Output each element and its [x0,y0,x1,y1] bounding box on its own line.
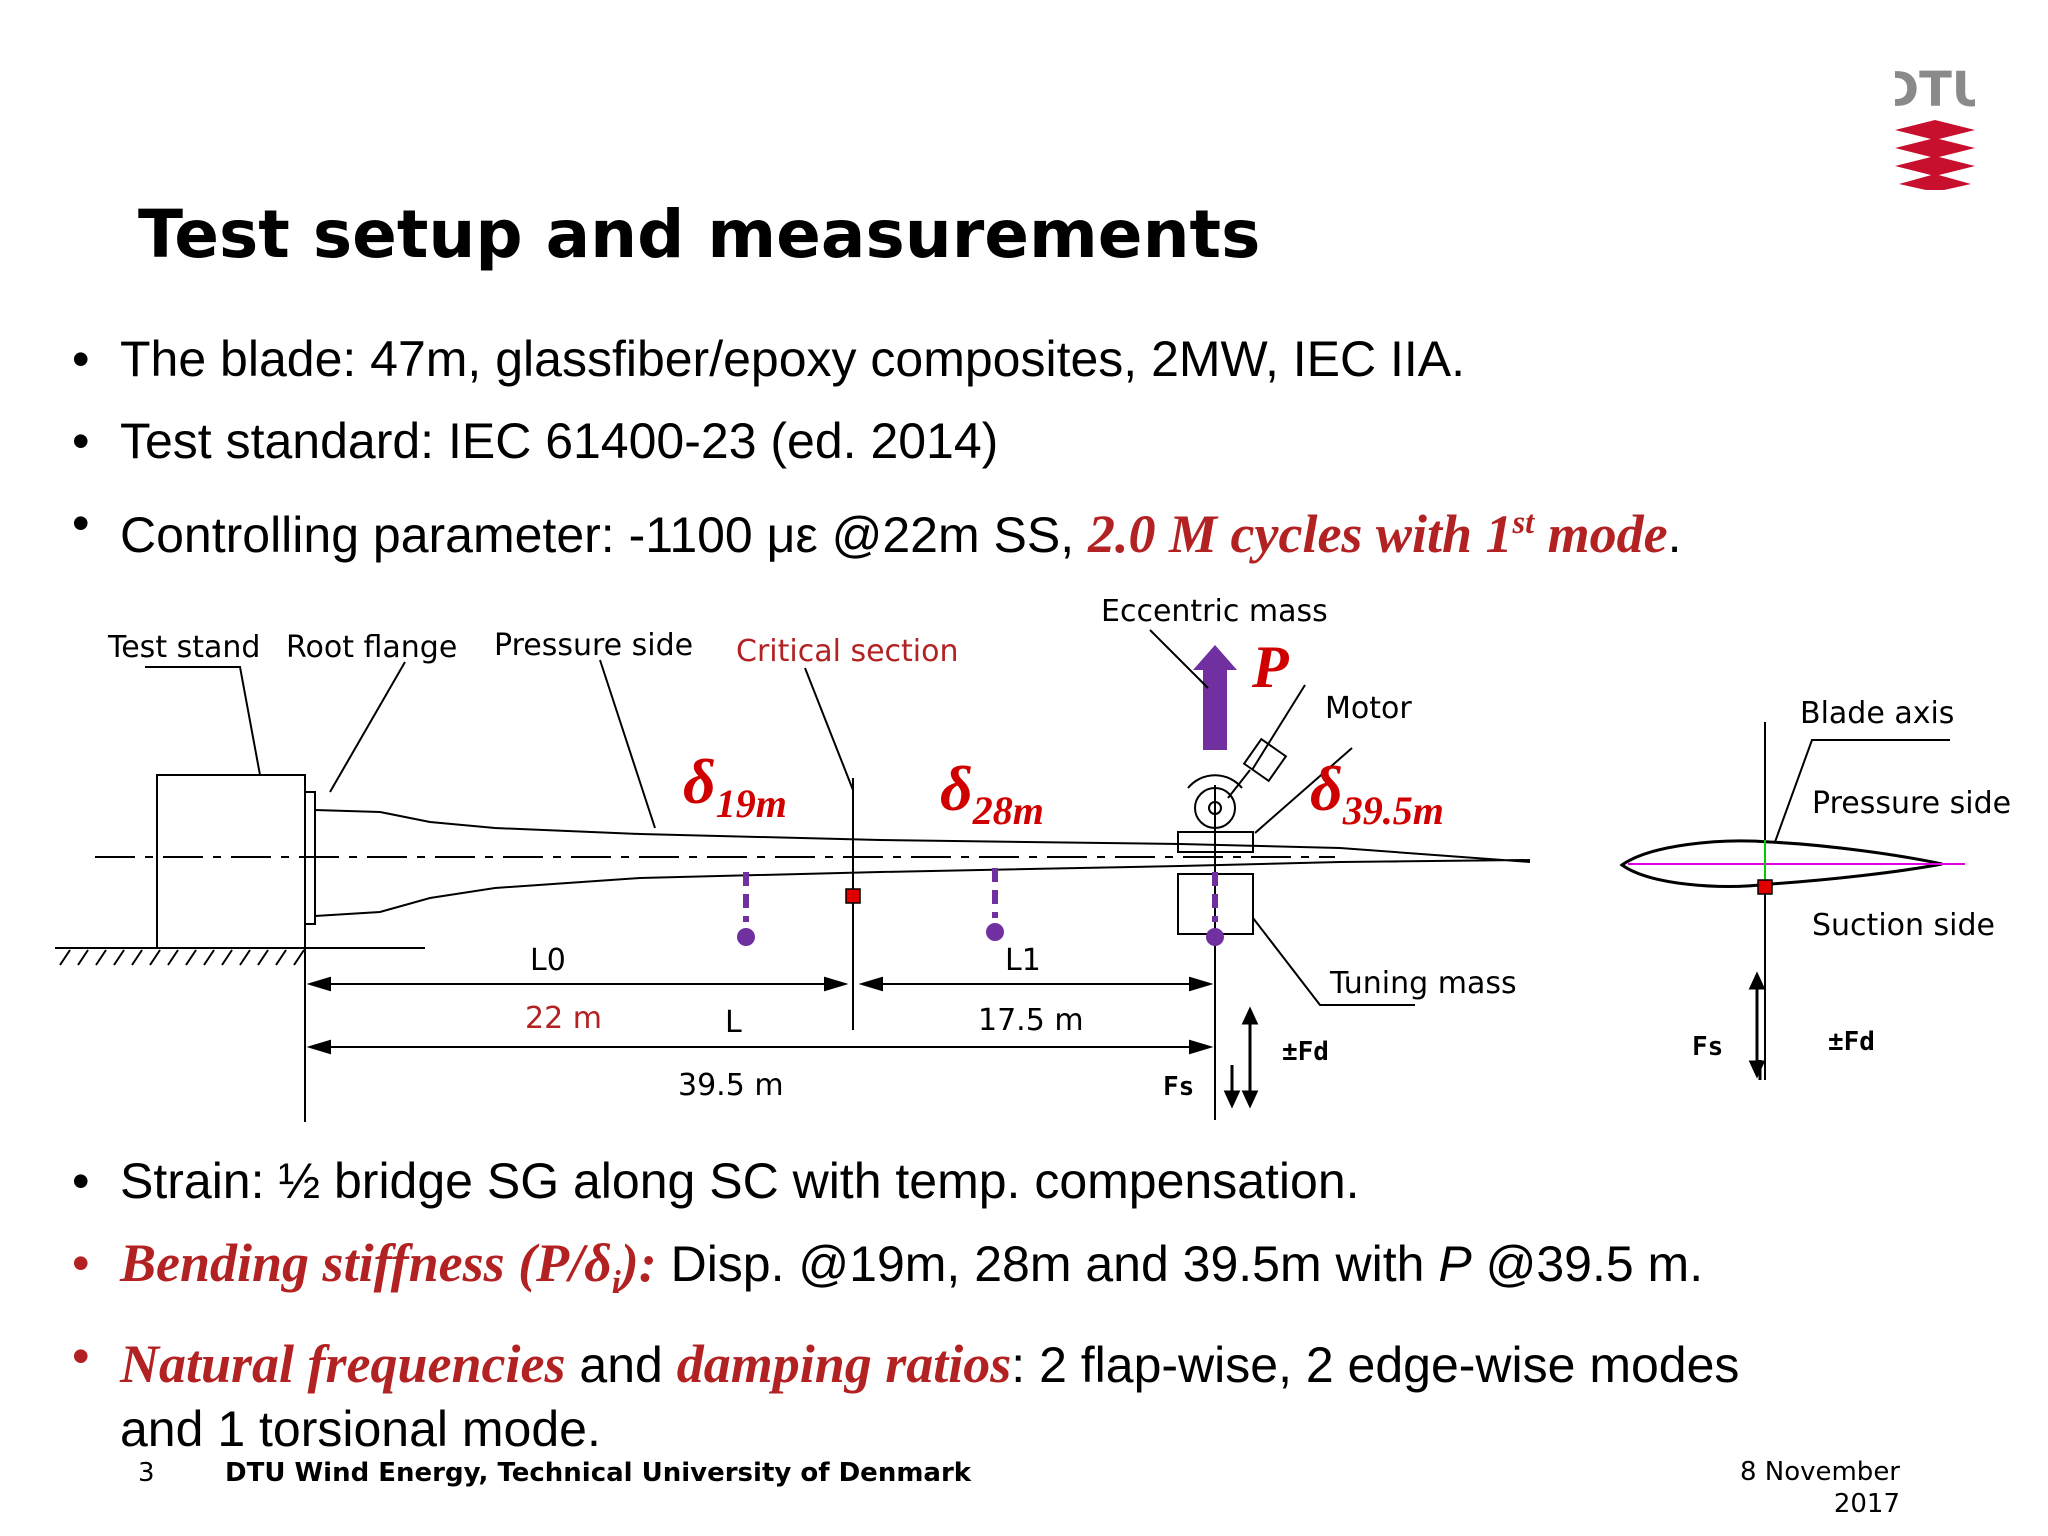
bullet-text: Disp. @19m, 28m and 39.5m with [656,1236,1439,1292]
label-blade-axis: Blade axis [1800,696,1954,731]
bullet-text: The blade: 47m, glassfiber/epoxy composi… [120,331,1466,387]
italic-text: P [1438,1236,1472,1292]
bullet-dot: • [72,1153,90,1209]
airfoil-section [1619,722,1965,1080]
delta-39-5m: δ39.5m [1310,753,1444,833]
displacement-sensor-39-5m [1206,872,1224,946]
label-fd: ±Fd [1282,1037,1329,1067]
bullet-text: Test standard: IEC 61400-23 (ed. 2014) [120,413,999,469]
dim-l1: L1 [1005,943,1041,978]
logo-text: DTU [1895,62,1975,118]
label-suction-side: Suction side [1812,908,1995,943]
dimension-lines [306,976,1214,1055]
dim-l-value: 39.5 m [678,1068,784,1103]
displacement-sensor-28m [986,868,1004,941]
test-stand-block [156,774,306,949]
dtu-logo: DTU [1879,60,1991,195]
dim-l0-value: 22 m [525,1001,602,1036]
bullet-bending-stiffness: • Bending stiffness (P/δi): Disp. @19m, 2… [72,1222,1739,1324]
bullet-dot: • [72,495,90,551]
footer-organization: DTU Wind Energy, Technical University of… [225,1458,972,1488]
displacement-sensor-19m [737,872,755,946]
label-pressure-side: Pressure side [494,628,693,663]
bullet-controlling-parameter: • Controlling parameter: -1100 με @22m SS… [72,482,1682,576]
footer-page-number: 3 [138,1458,155,1488]
dim-l: L [725,1005,742,1040]
bullet-text: and [565,1336,677,1393]
motor-block [1242,737,1288,783]
emphasis-text: mode [1534,504,1668,564]
label-pressure-side-section: Pressure side [1812,786,2011,821]
bullet-dot: • [72,1235,90,1291]
bullet-text: Controlling parameter: -1100 με @22m SS, [120,507,1089,563]
label-motor: Motor [1325,691,1412,726]
bullet-dot: • [72,413,90,469]
label-fd-section: ±Fd [1828,1027,1875,1057]
label-test-stand: Test stand [107,630,260,665]
emphasis-text: ): [620,1233,657,1293]
ground-hatch [55,947,425,966]
emphasis-text: damping ratios [676,1333,1012,1394]
label-eccentric-mass: Eccentric mass [1101,594,1328,629]
bottom-bullet-list: • Strain: ½ bridge SG along SC with temp.… [72,1140,1739,1461]
bullet-strain: • Strain: ½ bridge SG along SC with temp.… [72,1140,1739,1222]
label-force-p: P [1251,634,1290,700]
force-p-arrow [1193,645,1237,750]
emphasis-text: Bending stiffness (P/δ [120,1233,612,1293]
delta-28m: δ28m [940,753,1044,833]
bullet-text-line2: and 1 torsional mode. [120,1400,601,1457]
bullet-natural-frequencies: • Natural frequencies and damping ratios:… [72,1324,1739,1461]
blade-outline [314,809,1531,917]
eccentric-mass-wheel [1194,787,1236,829]
bullet-suffix: @39.5 m. [1471,1236,1704,1292]
bullet-dot: • [72,331,90,387]
label-fs: Fs [1163,1072,1194,1102]
emphasis-sup: st [1512,505,1535,541]
top-bullet-list: • The blade: 47m, glassfiber/epoxy compos… [72,318,1682,576]
emphasis-text: Natural frequencies [120,1333,566,1394]
bullet-standard: • Test standard: IEC 61400-23 (ed. 2014) [72,400,1682,482]
force-arrows [1223,971,1766,1109]
bullet-text: Strain: ½ bridge SG along SC with temp. … [120,1153,1360,1209]
label-root-flange: Root flange [286,630,457,665]
test-setup-diagram: Test stand Root flange Pressure side Cri… [55,594,2011,1122]
bullet-dot: • [72,1327,90,1384]
dim-l0: L0 [530,943,566,978]
bullet-suffix: . [1667,507,1682,563]
leader-lines [145,629,1415,1006]
emphasis-sub: i [611,1264,621,1301]
label-tuning-mass: Tuning mass [1329,966,1517,1001]
footer-date-line2: 2017 [1833,1489,1900,1519]
label-fs-section: Fs [1692,1032,1723,1062]
bullet-blade: • The blade: 47m, glassfiber/epoxy compos… [72,318,1682,400]
strain-gauge-marker [845,888,861,904]
delta-19m: δ19m [683,746,787,826]
dim-l1-value: 17.5 m [978,1003,1084,1038]
label-critical-section: Critical section [736,634,959,669]
bullet-text: : 2 flap-wise, 2 edge-wise modes [1011,1336,1740,1393]
slide-title: Test setup and measurements [138,196,1261,273]
footer-date-line1: 8 November [1739,1457,1900,1487]
emphasis-text: 2.0 M cycles with 1 [1088,504,1513,564]
